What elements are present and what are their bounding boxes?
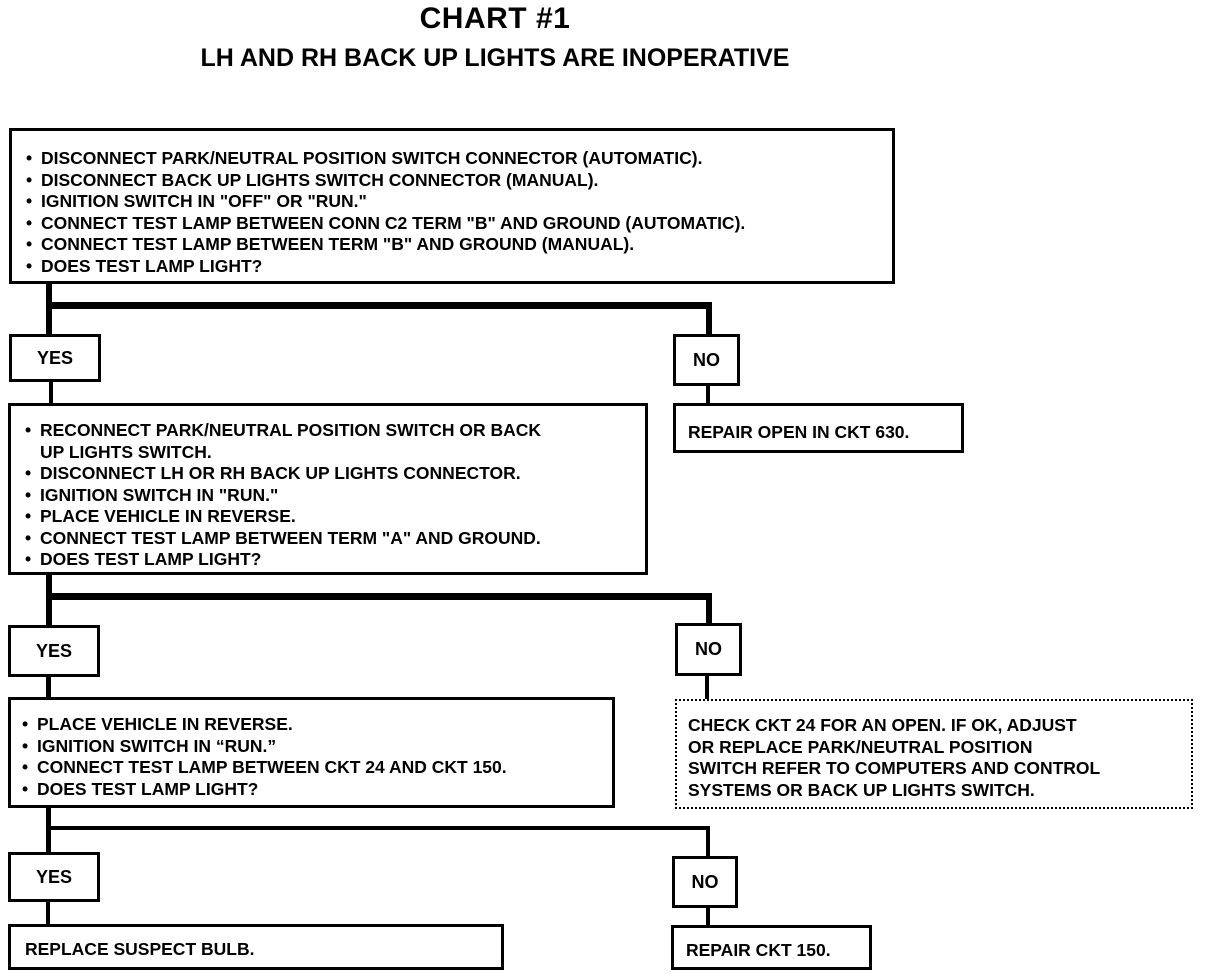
step2-no-result-line: OR REPLACE PARK/NEUTRAL POSITION [688, 736, 1033, 757]
step2-no-result-line: SYSTEMS OR BACK UP LIGHTS SWITCH. [688, 779, 1035, 800]
step2-item-text: RECONNECT PARK/NEUTRAL POSITION SWITCH O… [40, 420, 542, 440]
step3-item: DOES TEST LAMP LIGHT? [20, 779, 612, 801]
connector-line [46, 573, 52, 629]
connector-line [49, 380, 53, 405]
step1-no-label: NO [673, 334, 740, 386]
connector-line [706, 907, 710, 927]
step3-no-result: REPAIR CKT 150. [671, 925, 872, 970]
step1-box: DISCONNECT PARK/NEUTRAL POSITION SWITCH … [9, 128, 895, 284]
connector-line [706, 384, 710, 404]
connector-line [46, 900, 50, 926]
connector-line [46, 675, 51, 699]
connector-line [706, 593, 712, 625]
step2-item: RECONNECT PARK/NEUTRAL POSITION SWITCH O… [23, 420, 645, 463]
connector-line [46, 826, 710, 830]
step1-no-result: REPAIR OPEN IN CKT 630. [673, 403, 964, 453]
connector-line [706, 302, 712, 336]
step3-item: PLACE VEHICLE IN REVERSE. [20, 714, 612, 736]
connector-line [46, 302, 712, 309]
step3-box: PLACE VEHICLE IN REVERSE. IGNITION SWITC… [8, 697, 615, 808]
step2-yes-label: YES [8, 625, 100, 677]
step1-item: DISCONNECT BACK UP LIGHTS SWITCH CONNECT… [24, 170, 892, 192]
step2-box: RECONNECT PARK/NEUTRAL POSITION SWITCH O… [8, 403, 648, 575]
chart-title: CHART #1 [419, 2, 571, 35]
step3-item: IGNITION SWITCH IN “RUN.” [20, 736, 612, 758]
step2-item-cont: UP LIGHTS SWITCH. [40, 441, 212, 462]
step1-item: DISCONNECT PARK/NEUTRAL POSITION SWITCH … [24, 148, 892, 170]
step3-yes-label: YES [8, 852, 100, 902]
step2-item: PLACE VEHICLE IN REVERSE. [23, 506, 645, 528]
step2-no-result: CHECK CKT 24 FOR AN OPEN. IF OK, ADJUST … [675, 699, 1193, 809]
chart-subtitle: LH AND RH BACK UP LIGHTS ARE INOPERATIVE [200, 44, 790, 72]
step2-no-result-line: SWITCH REFER TO COMPUTERS AND CONTROL [688, 758, 1101, 778]
step1-item: CONNECT TEST LAMP BETWEEN CONN C2 TERM "… [24, 213, 892, 235]
step2-item: IGNITION SWITCH IN "RUN." [23, 485, 645, 507]
step1-item: DOES TEST LAMP LIGHT? [24, 256, 892, 278]
step3-no-label: NO [672, 856, 738, 908]
step2-item: CONNECT TEST LAMP BETWEEN TERM "A" AND G… [23, 528, 645, 550]
step2-item: DOES TEST LAMP LIGHT? [23, 549, 645, 571]
step2-no-result-line: CHECK CKT 24 FOR AN OPEN. IF OK, ADJUST [688, 715, 1077, 735]
step2-item: DISCONNECT LH OR RH BACK UP LIGHTS CONNE… [23, 463, 645, 485]
step3-item: CONNECT TEST LAMP BETWEEN CKT 24 AND CKT… [20, 757, 612, 779]
step3-yes-result: REPLACE SUSPECT BULB. [8, 924, 504, 970]
step2-no-label: NO [675, 623, 742, 676]
step1-item: IGNITION SWITCH IN "OFF" OR "RUN." [24, 191, 892, 213]
step1-yes-label: YES [9, 334, 101, 382]
connector-line [46, 283, 52, 335]
connector-line [46, 593, 712, 600]
connector-line [706, 826, 710, 858]
connector-line [705, 674, 709, 701]
step1-item: CONNECT TEST LAMP BETWEEN TERM "B" AND G… [24, 234, 892, 256]
